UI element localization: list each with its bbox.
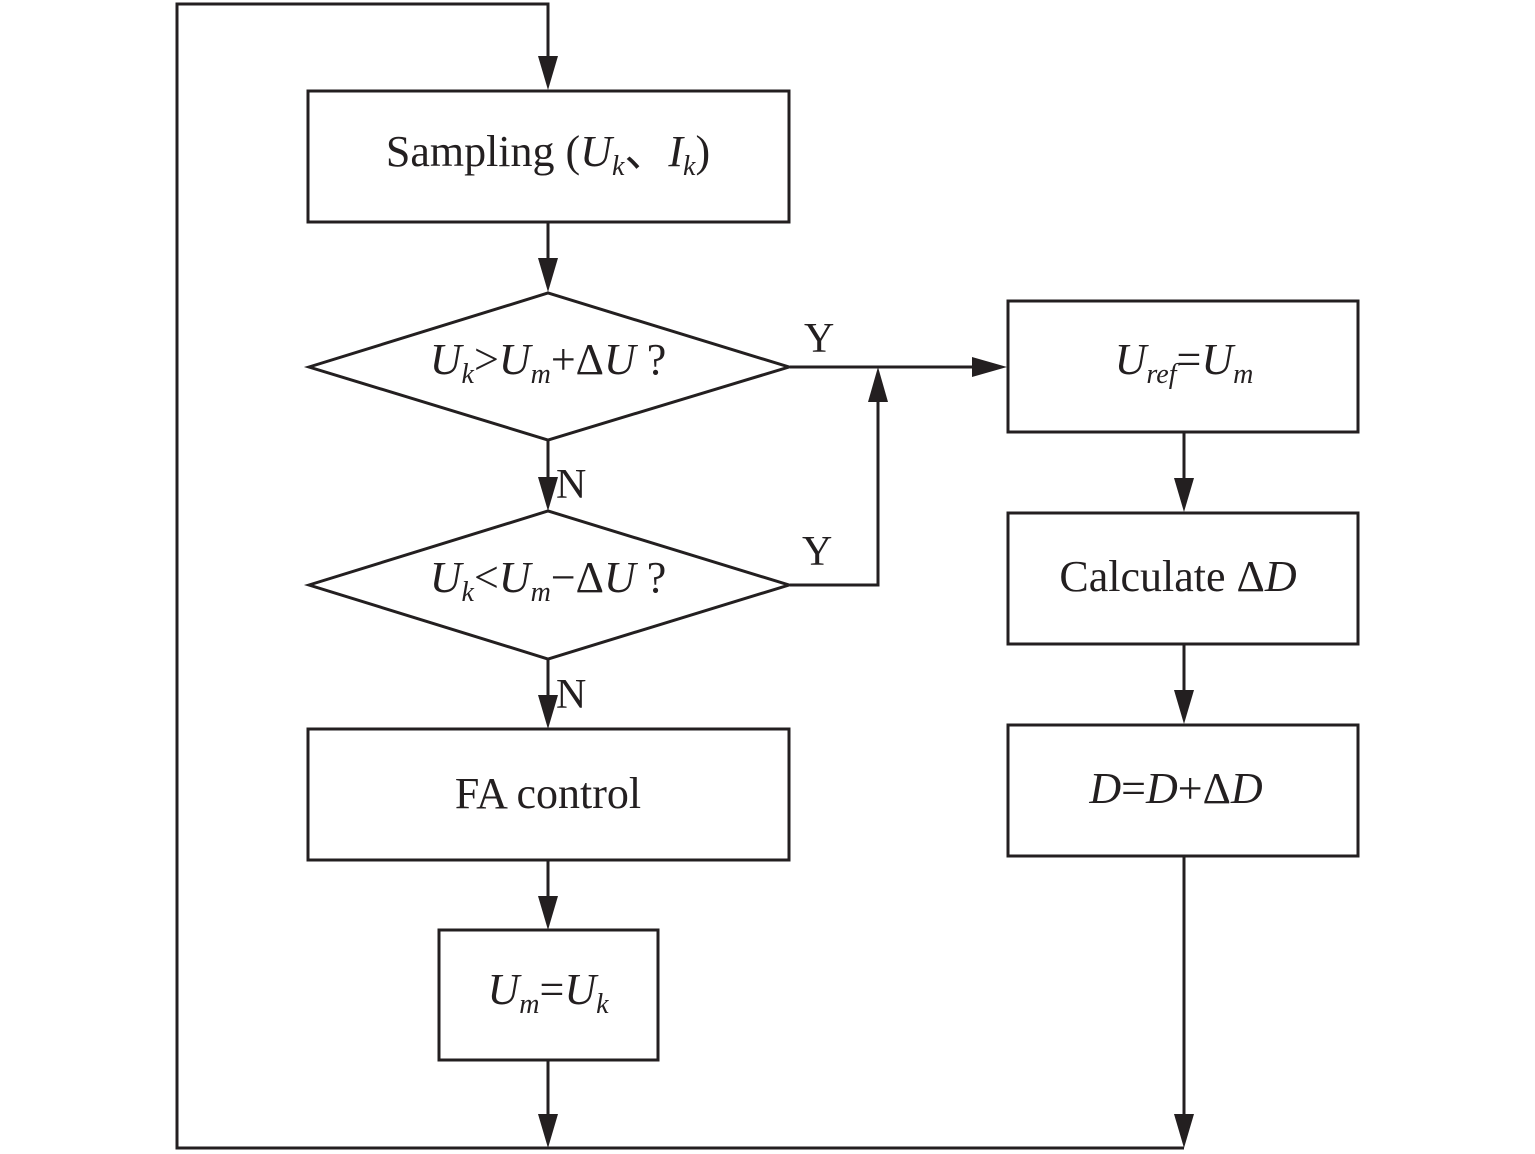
sampling-node: Sampling (Uk、Ik): [306, 89, 791, 224]
um-update-box: [437, 928, 660, 1062]
uref-set-lhs-sub: ref: [1146, 359, 1179, 390]
um-update-text: Um=Uk: [487, 965, 609, 1020]
decision-lower-question: ?: [636, 553, 667, 602]
decision-lower-delta-var: U: [604, 553, 639, 602]
um-update-node: Um=Uk: [437, 928, 660, 1062]
d-update-eq: =: [1121, 764, 1146, 813]
arrowhead-into-lower-decision: [538, 477, 558, 511]
d-update-box: [1006, 723, 1360, 858]
d-update-node: D=D+ΔD: [1006, 723, 1360, 858]
calc-delta-text: Calculate ΔD: [1059, 552, 1296, 601]
calc-delta-label: Calculate Δ: [1059, 552, 1264, 601]
sampling-var1: U: [580, 127, 615, 176]
arrowhead-into-calc-box: [1174, 478, 1194, 512]
connectors: [175, 2, 1186, 1150]
sampling-box: [306, 89, 791, 224]
um-update-rhs: U: [564, 965, 599, 1014]
arrowhead-into-d-update: [1174, 690, 1194, 724]
sampling-sep: 、: [624, 127, 668, 176]
sampling-var2-sub: k: [683, 151, 696, 182]
um-update-eq: =: [539, 965, 564, 1014]
edge-label-lower-yes: Y: [802, 529, 832, 575]
fa-control-label: FA control: [455, 769, 641, 818]
arrowhead-into-uref-box: [972, 357, 1007, 377]
uref-set-text: Uref=Um: [1115, 335, 1254, 390]
decision-upper-plus: +Δ: [551, 335, 604, 384]
decision-lower-op: <: [474, 553, 499, 602]
arrowhead-up-join: [868, 367, 888, 402]
arrowhead-into-right-return: [1174, 1114, 1194, 1148]
calc-delta-box: [1006, 511, 1360, 646]
decision-upper-rhs-sub: m: [531, 359, 551, 390]
edge-lower-yes: [790, 390, 880, 587]
edge-label-upper-yes: Y: [804, 316, 834, 362]
decision-upper-lhs-sub: k: [462, 359, 475, 390]
decision-upper-delta-var: U: [604, 335, 639, 384]
sampling-label: Sampling (: [386, 127, 580, 176]
d-update-rhs: D: [1145, 764, 1178, 813]
sampling-var2: I: [667, 127, 685, 176]
arrowheads: [538, 56, 1194, 1148]
decision-upper-lhs: U: [430, 335, 465, 384]
decision-upper-diamond: [303, 291, 795, 442]
decision-lower-diamond: [303, 509, 795, 661]
d-update-text: D=D+ΔD: [1088, 764, 1263, 813]
fa-control-node: FA control: [306, 727, 791, 862]
arrowhead-into-fa-control: [538, 695, 558, 729]
decision-upper-text: Uk>Um+ΔU ?: [430, 335, 666, 390]
edge-label-lower-no: N: [556, 672, 586, 718]
decision-upper-node: Uk>Um+ΔU ?: [303, 291, 795, 442]
sampling-close: ): [695, 127, 710, 176]
decision-lower-node: Uk<Um−ΔU ?: [303, 509, 795, 661]
decision-upper-rhs: U: [499, 335, 534, 384]
feedback-loop-line: [175, 2, 1184, 1150]
arrowhead-into-upper-decision: [538, 258, 558, 292]
uref-set-eq: =: [1177, 335, 1202, 384]
d-update-var: D: [1230, 764, 1263, 813]
decision-lower-lhs: U: [430, 553, 465, 602]
arrowhead-into-left-return: [538, 1114, 558, 1148]
um-update-lhs: U: [487, 965, 522, 1014]
edge-label-upper-no: N: [556, 462, 586, 508]
uref-set-rhs-sub: m: [1233, 359, 1253, 390]
sampling-var1-sub: k: [612, 151, 625, 182]
um-update-lhs-sub: m: [519, 989, 539, 1020]
decision-lower-lhs-sub: k: [462, 577, 475, 608]
uref-set-lhs: U: [1115, 335, 1150, 384]
arrowhead-into-um-update: [538, 896, 558, 930]
decision-lower-rhs-sub: m: [531, 577, 551, 608]
decision-lower-rhs: U: [499, 553, 534, 602]
uref-set-rhs: U: [1201, 335, 1236, 384]
d-update-plus: +Δ: [1178, 764, 1231, 813]
decision-upper-question: ?: [636, 335, 667, 384]
um-update-rhs-sub: k: [596, 989, 609, 1020]
sampling-text: Sampling (Uk、Ik): [386, 127, 710, 182]
uref-set-node: Uref=Um: [1006, 299, 1360, 434]
edge-labels: Y N Y N: [556, 316, 834, 718]
decision-upper-op: >: [474, 335, 499, 384]
d-update-lhs: D: [1088, 764, 1121, 813]
fa-control-box: [306, 727, 791, 862]
uref-set-box: [1006, 299, 1360, 434]
arrowhead-into-sampling: [538, 56, 558, 90]
decision-lower-text: Uk<Um−ΔU ?: [430, 553, 666, 608]
calc-delta-node: Calculate ΔD: [1006, 511, 1360, 646]
decision-lower-minus: −Δ: [551, 553, 604, 602]
calc-delta-var: D: [1264, 552, 1297, 601]
